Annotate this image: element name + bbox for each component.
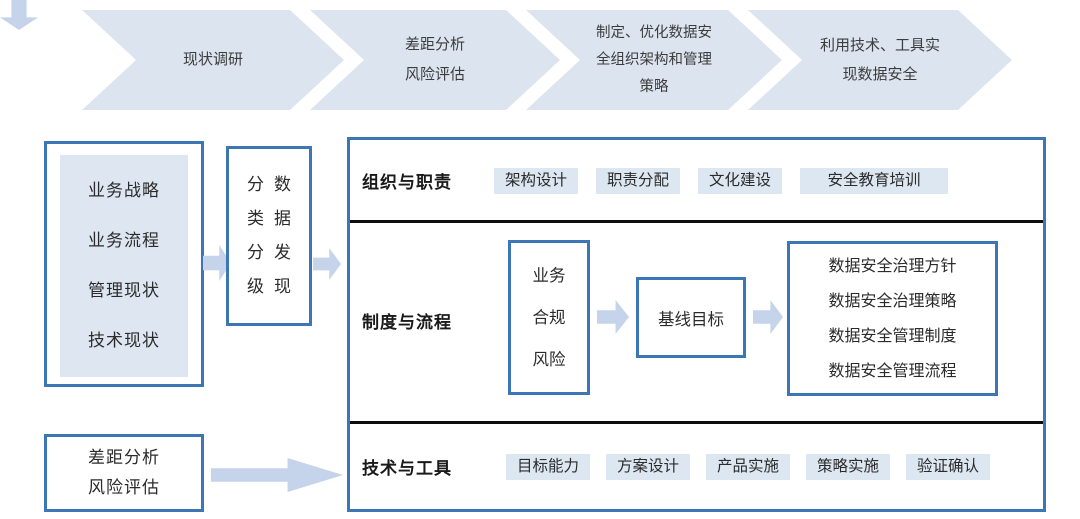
policy-inputs-list: 业务 合规 风险 [508, 240, 590, 395]
classification-box[interactable] [226, 146, 312, 326]
classification-column-left: 分 类 分 级 [247, 168, 264, 304]
current-state-item: 管理现状 [88, 281, 160, 300]
policy-output-item: 数据安全治理策略 [828, 292, 957, 310]
classification-char: 类 [247, 209, 264, 228]
policy-input-item: 合规 [532, 308, 566, 327]
chip-technology[interactable]: 验证确认 [906, 454, 990, 480]
process-step-2-line-2: 风险评估 [404, 66, 465, 83]
process-step-4-label: 利用技术、工具实 现数据安全 [814, 31, 946, 89]
process-chevron-band: 现状调研 差距分析 风险评估 制定、优化数据安 全组织架构和管理 策略 利用技术… [0, 0, 1080, 120]
chip-organization[interactable]: 安全教育培训 [800, 168, 948, 194]
discovery-char: 数 [274, 175, 291, 194]
row-label-organization: 组织与职责 [362, 173, 452, 192]
current-state-item: 业务流程 [88, 231, 160, 250]
process-step-3-line-3: 策略 [639, 78, 669, 95]
baseline-goal-box[interactable] [636, 277, 746, 358]
baseline-goal-label: 基线目标 [658, 310, 724, 329]
chip-technology[interactable]: 产品实施 [706, 454, 790, 480]
process-step-1[interactable]: 现状调研 [82, 10, 344, 110]
policy-inputs-box[interactable] [508, 240, 590, 395]
process-step-2-line-1: 差距分析 [404, 36, 465, 53]
process-step-1-label: 现状调研 [177, 45, 249, 75]
current-state-item: 技术现状 [88, 331, 160, 350]
arrow-right-icon [211, 458, 343, 492]
policy-output-item: 数据安全管理流程 [828, 362, 957, 380]
row-label-policy: 制度与流程 [362, 313, 452, 332]
classification-char: 级 [247, 277, 264, 296]
chip-technology[interactable]: 目标能力 [506, 454, 590, 480]
policy-input-item: 风险 [532, 350, 566, 369]
process-step-2-label: 差距分析 风险评估 [399, 30, 471, 90]
panel-divider [350, 421, 1043, 424]
policy-outputs-list: 数据安全治理方针 数据安全治理策略 数据安全管理制度 数据安全管理流程 [787, 241, 998, 396]
chip-organization[interactable]: 文化建设 [698, 168, 782, 194]
process-step-3-line-2: 全组织架构和管理 [596, 51, 712, 68]
discovery-char: 现 [274, 277, 291, 296]
discovery-char: 发 [274, 243, 291, 262]
process-step-2[interactable]: 差距分析 风险评估 [310, 10, 560, 110]
classification-column-right: 数 据 发 现 [274, 168, 291, 304]
policy-output-item: 数据安全管理制度 [828, 327, 957, 345]
process-step-3-label: 制定、优化数据安 全组织架构和管理 策略 [590, 20, 718, 101]
gap-analysis-box[interactable] [44, 434, 204, 512]
chip-organization[interactable]: 架构设计 [494, 168, 578, 194]
process-step-3-line-1: 制定、优化数据安 [596, 24, 712, 41]
chip-technology[interactable]: 策略实施 [806, 454, 890, 480]
current-state-item: 业务战略 [88, 181, 160, 200]
policy-input-item: 业务 [532, 266, 566, 285]
arrow-right-icon [313, 248, 341, 280]
process-step-4-line-1: 利用技术、工具实 [819, 37, 940, 54]
classification-text: 分 类 分 级 数 据 发 现 [226, 146, 312, 326]
discovery-char: 据 [274, 209, 291, 228]
process-step-1-line-1: 现状调研 [182, 51, 243, 68]
chip-organization[interactable]: 职责分配 [596, 168, 680, 194]
policy-output-item: 数据安全治理方针 [828, 257, 957, 275]
panel-divider [350, 220, 1043, 223]
classification-char: 分 [247, 243, 264, 262]
chip-technology[interactable]: 方案设计 [606, 454, 690, 480]
classification-char: 分 [247, 175, 264, 194]
process-step-3[interactable]: 制定、优化数据安 全组织架构和管理 策略 [526, 10, 782, 110]
process-step-4[interactable]: 利用技术、工具实 现数据安全 [748, 10, 1012, 110]
row-label-technology: 技术与工具 [362, 459, 452, 478]
gap-analysis-list: 差距分析 风险评估 [44, 434, 204, 512]
policy-outputs-box[interactable] [787, 241, 998, 396]
gap-analysis-item: 差距分析 [88, 448, 160, 467]
gap-analysis-item: 风险评估 [88, 478, 160, 497]
process-step-4-line-2: 现数据安全 [842, 66, 918, 83]
current-state-list: 业务战略 业务流程 管理现状 技术现状 [60, 155, 188, 377]
